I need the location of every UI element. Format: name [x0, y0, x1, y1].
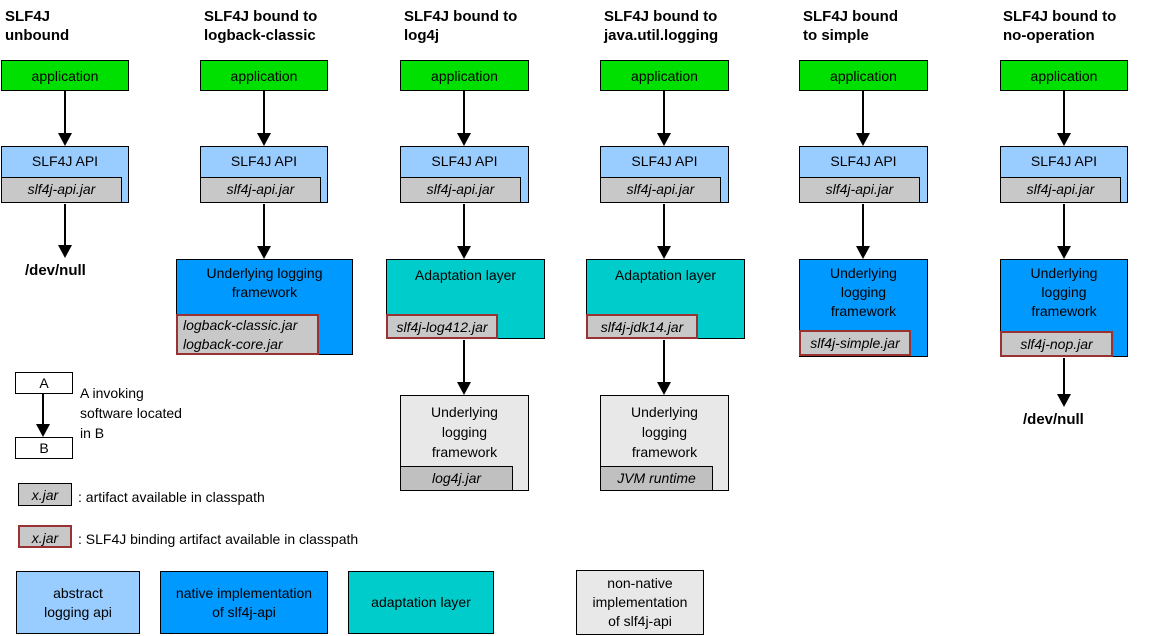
application-box: application [200, 60, 328, 91]
arrow-api-to-framework [1057, 204, 1071, 259]
column-title-logback: SLF4J bound to logback-classic [204, 8, 318, 44]
dev-null-label: /dev/null [1023, 411, 1084, 428]
slf4j-api-jar: slf4j-api.jar [400, 177, 521, 203]
arrow-api-to-framework [257, 204, 271, 259]
category-non-native-implementation: non-native implementation of slf4j-api [576, 570, 704, 635]
framework-binding-jar: slf4j-simple.jar [799, 330, 911, 356]
application-box: application [400, 60, 529, 91]
column-title-jul: SLF4J bound to java.util.logging [604, 8, 719, 44]
arrow-app-to-api [457, 91, 471, 146]
legend-invoke-arrow [36, 394, 50, 437]
adaptation-binding-jar: slf4j-jdk14.jar [586, 314, 698, 339]
legend-jar-binding-text: : SLF4J binding artifact available in cl… [78, 531, 359, 547]
legend-jar-plain: x.jar [18, 483, 72, 506]
category-adaptation-layer: adaptation layer [348, 571, 494, 634]
legend-a-box: A [15, 372, 73, 394]
arrow-framework-to-devnull [1057, 358, 1071, 407]
category-native-implementation: native implementation of slf4j-api [160, 571, 328, 634]
application-box: application [1000, 60, 1128, 91]
application-box: application [799, 60, 928, 91]
slf4j-api-jar: slf4j-api.jar [799, 177, 920, 203]
legend-jar-binding: x.jar [18, 525, 72, 548]
framework-jar: log4j.jar [400, 466, 513, 491]
framework-jar: JVM runtime [600, 466, 713, 491]
legend-b-box: B [15, 437, 73, 459]
adaptation-binding-jar: slf4j-log412.jar [386, 314, 498, 339]
slf4j-api-jar: slf4j-api.jar [1000, 177, 1121, 203]
arrow-api-to-devnull [58, 204, 72, 258]
arrow-app-to-api [657, 91, 671, 146]
column-title-log4j: SLF4J bound to log4j [404, 8, 518, 44]
legend-jar-plain-text: : artifact available in classpath [78, 489, 265, 505]
application-box: application [1, 60, 129, 91]
framework-binding-jar: logback-classic.jar logback-core.jar [176, 314, 319, 355]
arrow-app-to-api [58, 91, 72, 146]
framework-binding-jar: slf4j-nop.jar [1000, 331, 1113, 357]
arrow-api-to-framework [856, 204, 870, 259]
arrow-api-to-adaptation [657, 204, 671, 259]
slf4j-api-jar: slf4j-api.jar [1, 177, 122, 203]
category-abstract-logging-api: abstract logging api [16, 571, 140, 634]
column-title-simple: SLF4J bound to simple [803, 8, 898, 44]
arrow-app-to-api [856, 91, 870, 146]
slf4j-api-jar: slf4j-api.jar [600, 177, 721, 203]
slf4j-api-jar: slf4j-api.jar [200, 177, 321, 203]
legend-invoke-text: A invoking software located in B [80, 385, 182, 441]
column-title-nop: SLF4J bound to no-operation [1003, 8, 1117, 44]
arrow-adaptation-to-framework [657, 340, 671, 395]
dev-null-label: /dev/null [25, 262, 86, 279]
arrow-app-to-api [1057, 91, 1071, 146]
column-title-unbound: SLF4J unbound [5, 8, 70, 44]
arrow-app-to-api [257, 91, 271, 146]
arrow-api-to-adaptation [457, 204, 471, 259]
arrow-adaptation-to-framework [457, 340, 471, 395]
application-box: application [600, 60, 729, 91]
